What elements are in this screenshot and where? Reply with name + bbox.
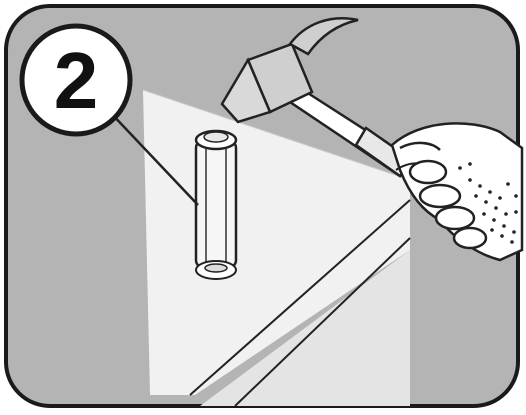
step-badge: 2	[22, 26, 130, 134]
step-number: 2	[54, 36, 99, 125]
wall-plug-icon	[196, 131, 236, 279]
